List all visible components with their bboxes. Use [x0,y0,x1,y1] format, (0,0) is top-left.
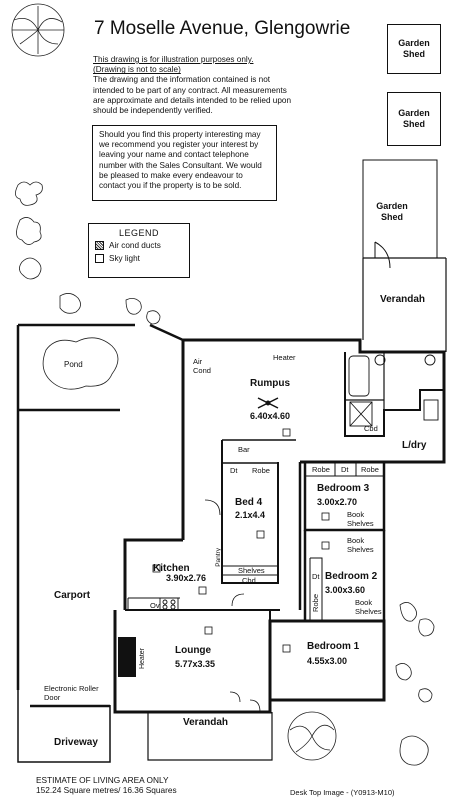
room-verandah-front: Verandah [183,717,229,728]
legend-item: Air cond ducts [95,241,183,250]
label-pantry: Pantry [215,548,222,567]
room-bed4-size: 2.1x4.4 [235,510,266,520]
air-cond-duct-icon [95,241,104,250]
room-lounge-size: 5.77x3.35 [175,659,216,669]
label-robe-bed3a: Robe [312,465,330,474]
shrub-icon [15,181,161,325]
ceiling-fan-icon [257,397,279,409]
bath-fixture [348,355,370,397]
garden-shed-1: Garden Shed [387,24,441,74]
air-cond-duct-icon [152,428,330,653]
garden-shed-3: Garden Shed [376,201,408,222]
label-heater-rumpus: Heater [273,353,296,362]
sky-light-icon [95,254,104,263]
shrub-icon [11,3,65,57]
label-air-cond: Air Cond [193,357,211,375]
legend-title: LEGEND [118,228,159,238]
label-dt-bed2: Dt [312,572,320,581]
disclaimer-line2: (Drawing is not to scale) [93,65,181,75]
room-driveway: Driveway [54,737,98,748]
legend: LEGEND Air cond ducts Sky light [88,223,190,278]
room-bedroom1: Bedroom 1 [307,641,360,652]
label-oven: Ov [150,601,160,610]
room-bedroom1-size: 4.55x3.00 [307,656,348,666]
legend-item: Sky light [95,254,183,263]
room-bedroom2: Bedroom 2 [325,571,378,582]
living-area-title: ESTIMATE OF LIVING AREA ONLY [36,775,169,785]
label-robe-bed3b: Robe [361,465,379,474]
label-heater-lounge: Heater [139,648,146,670]
label-pond: Pond [64,360,83,369]
room-bed4: Bed 4 [235,497,263,508]
info-box: Should you find this property interestin… [92,125,277,201]
label-shelves-bed4: Shelves [238,566,265,575]
room-kitchen: Kitchen [153,563,190,574]
room-rumpus-size: 6.40x4.60 [250,411,291,421]
disclaimer-body: The drawing and the information containe… [93,75,292,116]
label-cbd-wet: Cbd [364,424,378,433]
disclaimer: This drawing is for illustration purpose… [93,55,298,116]
image-credit: Desk Top Image - (Y0913-M10) [290,788,395,797]
room-bedroom3-size: 3.00x2.70 [317,497,358,507]
label-bar: Bar [238,445,250,454]
label-robe-bed2: Robe [311,594,320,612]
label-roller-door: Electronic Roller Door [44,684,99,702]
room-bedroom3: Bedroom 3 [317,483,370,494]
page-title: 7 Moselle Avenue, Glengowrie [94,18,351,39]
garden-shed-2: Garden Shed [387,92,441,146]
room-bedroom2-size: 3.00x3.60 [325,585,366,595]
room-verandah-rear: Verandah [380,294,426,305]
room-lounge: Lounge [175,645,212,656]
disclaimer-line1: This drawing is for illustration purpose… [93,55,254,64]
room-rumpus: Rumpus [250,378,290,389]
pond-shape [42,337,119,390]
label-dt-bed3: Dt [341,465,349,474]
living-area-estimate: ESTIMATE OF LIVING AREA ONLY 152.24 Squa… [36,775,177,795]
label-cbd-bed4: Cbd [242,576,256,585]
room-laundry: L/dry [402,440,427,451]
label-robe-bed4: Robe [252,466,270,475]
living-area-value: 152.24 Square metres/ 16.36 Squares [36,785,177,795]
label-dt-bed4: Dt [230,466,238,475]
room-kitchen-size: 3.90x2.76 [166,573,207,583]
room-carport: Carport [54,590,91,601]
shrub-icon [287,602,435,766]
